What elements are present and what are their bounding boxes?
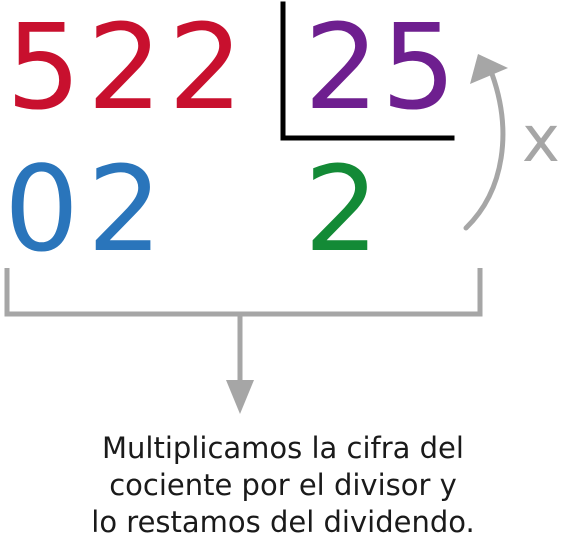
remainder: 02: [4, 140, 171, 278]
down-arrow-icon: [226, 380, 254, 414]
curved-arrowhead-icon: [470, 54, 508, 84]
quotient: 2: [304, 140, 380, 278]
caption-line-3: lo restamos del dividendo.: [91, 505, 475, 539]
dividend: 522: [6, 0, 250, 136]
caption-line-1: Multiplicamos la cifra del: [102, 431, 464, 465]
explanation-caption: Multiplicamos la cifra del cociente por …: [0, 430, 566, 541]
multiplication-sign: x: [522, 103, 560, 177]
divisor: 25: [304, 0, 459, 136]
grouping-bracket: [4, 268, 483, 317]
caption-line-2: cociente por el divisor y: [109, 468, 457, 502]
curved-arrow-icon: [463, 71, 506, 231]
